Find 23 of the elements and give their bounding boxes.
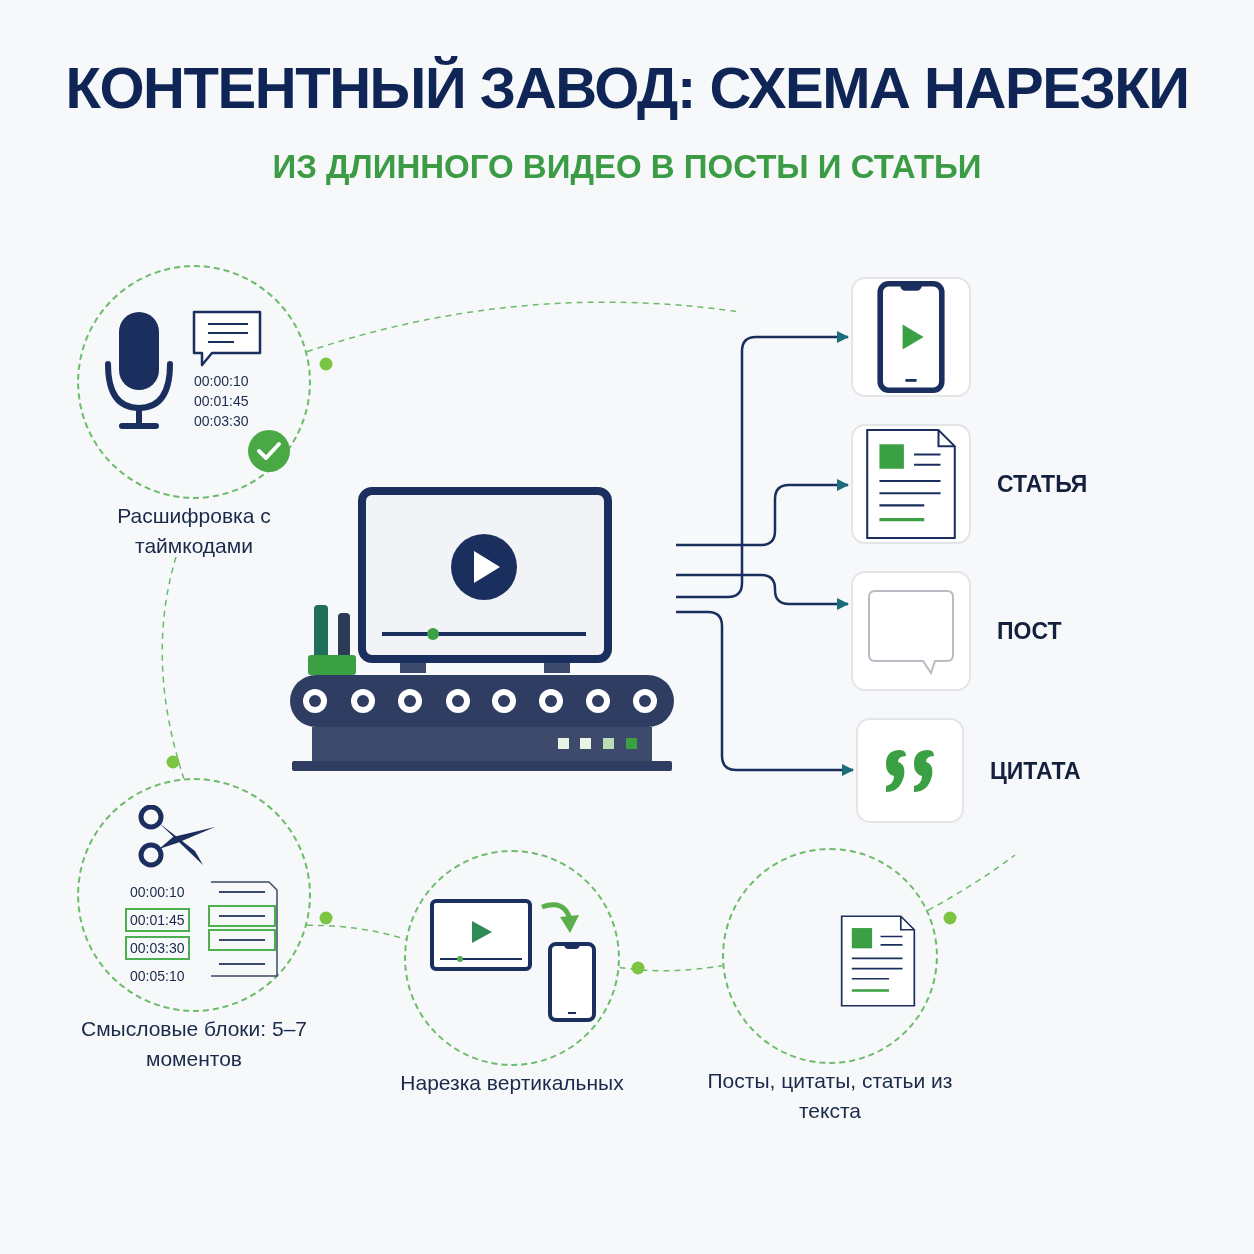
- step-caption: Расшифровка с таймкодами: [116, 503, 272, 559]
- subtitle: ИЗ ДЛИННОГО ВИДЕО В ПОСТЫ И СТАТЬИ: [272, 147, 982, 187]
- step-caption: Смысловые блоки: 5–7 моментов: [80, 1016, 308, 1072]
- timecode: 00:05:10: [129, 967, 186, 986]
- timecode: 00:03:30: [125, 936, 190, 960]
- step-caption: Посты, цитаты, статьи из текста: [706, 1068, 954, 1124]
- arrow: [676, 573, 849, 610]
- arrow: [676, 479, 849, 547]
- timecode: 00:00:10: [194, 372, 249, 391]
- arrow: [676, 610, 854, 776]
- dashed-connector: [618, 964, 724, 972]
- timecode: 00:03:30: [194, 412, 249, 431]
- step-caption: Нарезка вертикальных: [400, 1070, 624, 1096]
- timecode: 00:01:45: [194, 392, 249, 411]
- dashed-connector: [927, 854, 1016, 912]
- arrow: [676, 331, 849, 599]
- title: КОНТЕНТНЫЙ ЗАВОД: СХЕМА НАРЕЗКИ: [65, 54, 1189, 122]
- output-label: ПОСТ: [997, 617, 1062, 646]
- output-label: СТАТЬЯ: [997, 470, 1088, 499]
- timecode: 00:01:45: [125, 908, 190, 932]
- timecode: 00:00:10: [129, 883, 186, 902]
- dashed-connector: [161, 556, 185, 780]
- output-label: ЦИТАТА: [990, 756, 1081, 786]
